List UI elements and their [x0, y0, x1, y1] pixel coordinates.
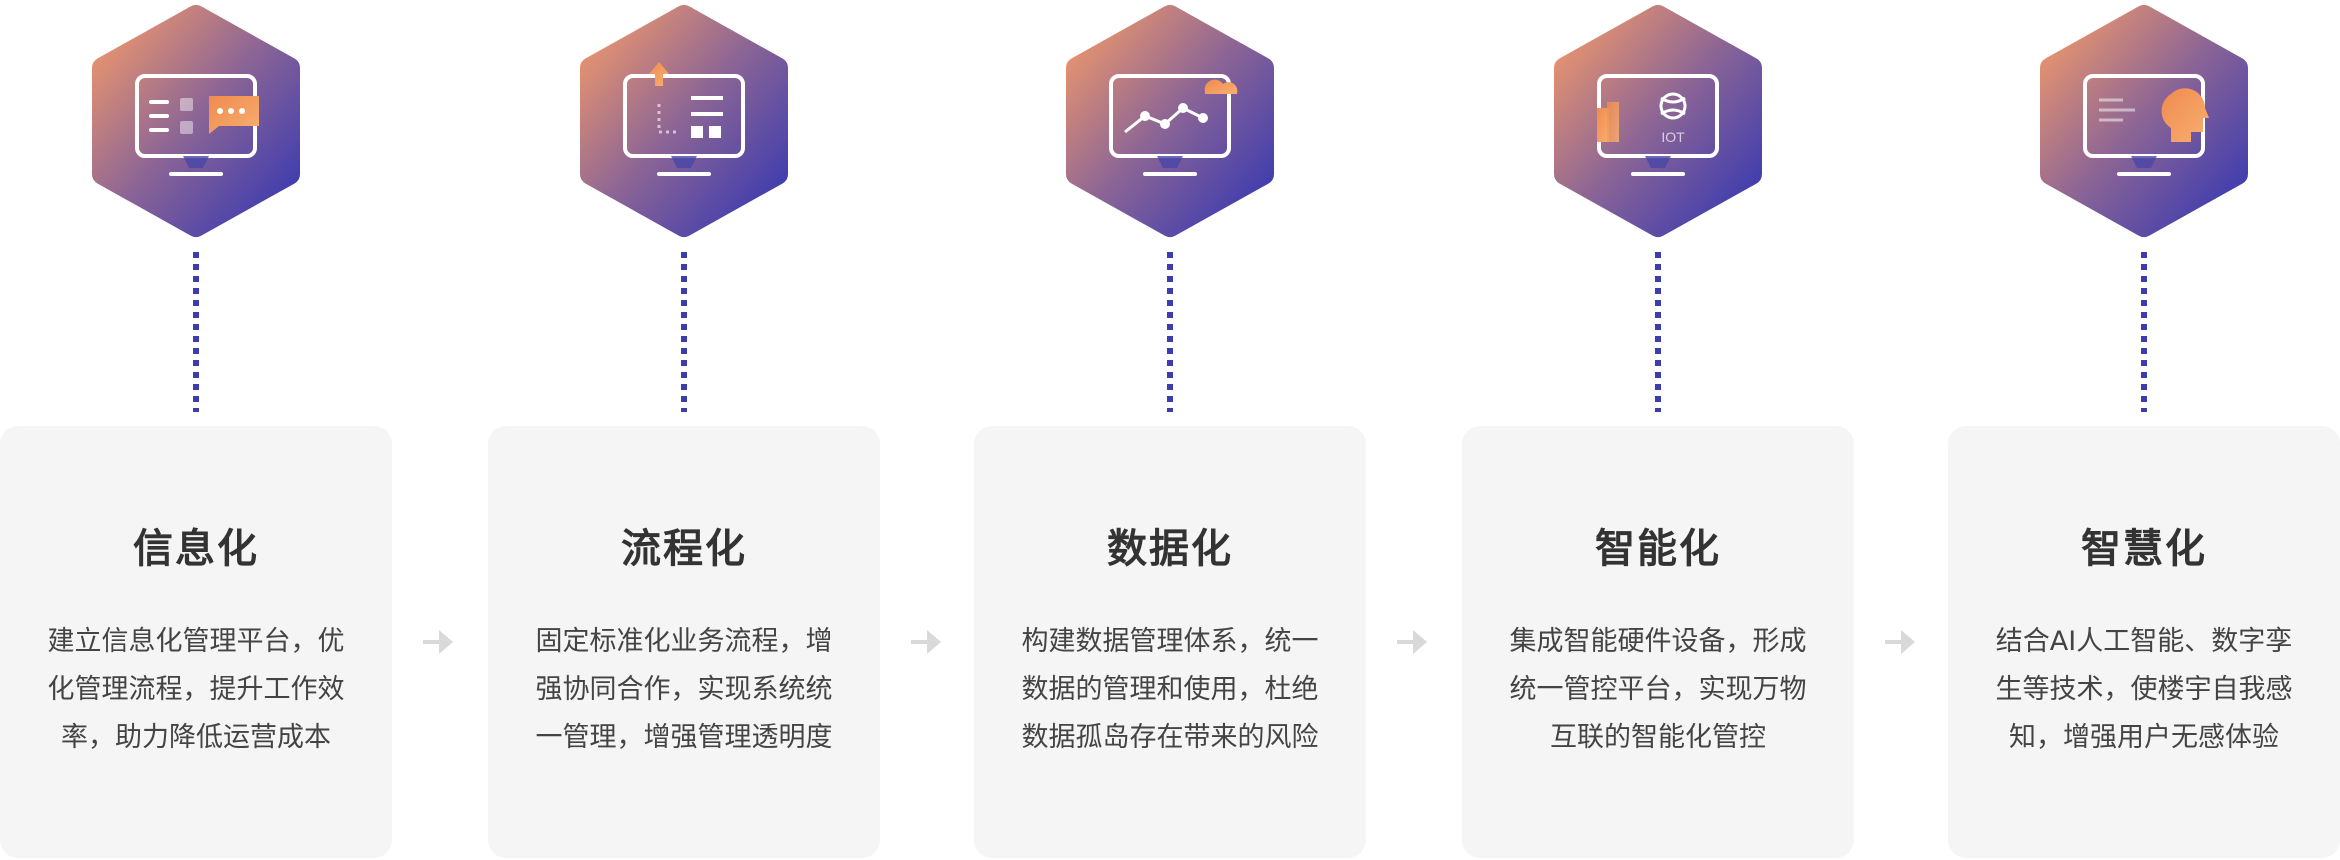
step-column-4: IOT 智能化 集成智能硬件设备，形成统一管控平台，实现万物互联的智能化管控	[1462, 0, 1854, 860]
step-column-3: 数据化 构建数据管理体系，统一数据的管理和使用，杜绝数据孤岛存在带来的风险	[974, 0, 1366, 860]
step-card: 智慧化 结合AI人工智能、数字孪生等技术，使楼宇自我感知，增强用户无感体验	[1948, 426, 2340, 858]
monitor-flow-icon	[580, 5, 788, 237]
dotted-connector	[1655, 252, 1661, 412]
arrow-right-icon	[1395, 626, 1429, 658]
step-card: 数据化 构建数据管理体系，统一数据的管理和使用，杜绝数据孤岛存在带来的风险	[974, 426, 1366, 858]
step-title: 信息化	[133, 526, 259, 572]
step-column-5: 智慧化 结合AI人工智能、数字孪生等技术，使楼宇自我感知，增强用户无感体验	[1948, 0, 2340, 860]
step-title: 流程化	[621, 526, 747, 572]
dotted-connector	[193, 252, 199, 412]
monitor-cloud-data-icon	[1066, 5, 1274, 237]
arrow-right-icon	[421, 626, 455, 658]
arrow-right-icon	[909, 626, 943, 658]
step-title: 智能化	[1595, 526, 1721, 572]
step-column-2: 流程化 固定标准化业务流程，增强协同合作，实现系统统一管理，增强管理透明度	[488, 0, 880, 860]
dotted-connector	[2141, 252, 2147, 412]
arrow-right-icon	[1883, 626, 1917, 658]
monitor-ai-head-icon	[2040, 5, 2248, 237]
step-card: 智能化 集成智能硬件设备，形成统一管控平台，实现万物互联的智能化管控	[1462, 426, 1854, 858]
step-title: 数据化	[1107, 526, 1233, 572]
step-title: 智慧化	[2081, 526, 2207, 572]
step-description: 固定标准化业务流程，增强协同合作，实现系统统一管理，增强管理透明度	[535, 626, 833, 753]
iot-label: IOT	[1661, 129, 1685, 145]
step-card: 流程化 固定标准化业务流程，增强协同合作，实现系统统一管理，增强管理透明度	[488, 426, 880, 858]
step-description: 集成智能硬件设备，形成统一管控平台，实现万物互联的智能化管控	[1509, 626, 1807, 753]
dotted-connector	[681, 252, 687, 412]
step-description: 建立信息化管理平台，优化管理流程，提升工作效率，助力降低运营成本	[47, 626, 345, 753]
monitor-iot-icon: IOT	[1554, 5, 1762, 237]
dotted-connector	[1167, 252, 1173, 412]
step-description: 结合AI人工智能、数字孪生等技术，使楼宇自我感知，增强用户无感体验	[1995, 626, 2293, 753]
step-column-1: 信息化 建立信息化管理平台，优化管理流程，提升工作效率，助力降低运营成本	[0, 0, 392, 860]
step-description: 构建数据管理体系，统一数据的管理和使用，杜绝数据孤岛存在带来的风险	[1021, 626, 1319, 753]
step-card: 信息化 建立信息化管理平台，优化管理流程，提升工作效率，助力降低运营成本	[0, 426, 392, 858]
monitor-chat-icon	[92, 5, 300, 237]
